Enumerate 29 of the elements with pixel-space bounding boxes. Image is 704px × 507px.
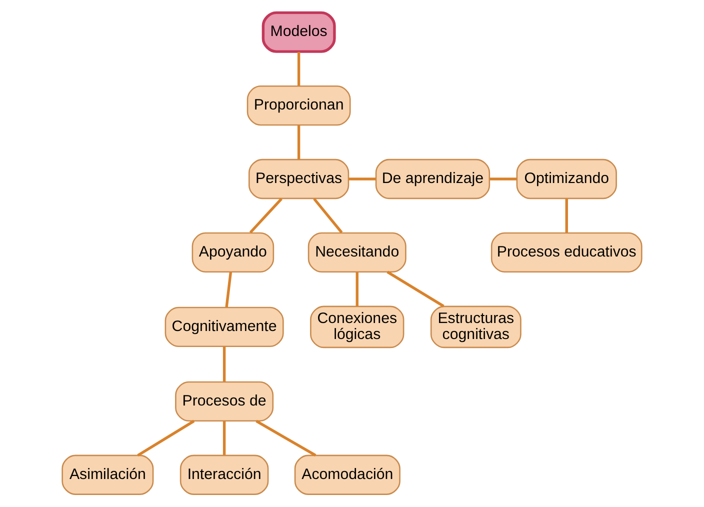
connector xyxy=(313,198,343,234)
node-box: Proporcionan xyxy=(246,85,351,126)
connector xyxy=(222,346,226,382)
connector xyxy=(565,198,568,232)
connector xyxy=(249,198,282,234)
node-box: Interacción xyxy=(180,454,269,495)
connector xyxy=(297,52,300,86)
node-box: Estructuras cognitivas xyxy=(430,306,522,348)
connector xyxy=(256,420,316,457)
connector xyxy=(137,420,195,456)
connector xyxy=(356,272,358,306)
node-box: De aprendizaje xyxy=(375,158,490,200)
connector xyxy=(297,125,300,160)
connector xyxy=(348,178,376,180)
node-box: Cognitivamente xyxy=(164,306,284,348)
node-box: Necesitando xyxy=(308,232,406,272)
connector xyxy=(490,178,517,180)
node-box: Apoyando xyxy=(192,232,274,272)
node-box: Perspectivas xyxy=(248,158,350,200)
node-box: Asimilación xyxy=(62,454,154,495)
node-box: Procesos educativos xyxy=(490,232,642,272)
connector xyxy=(386,270,444,308)
node-box: Procesos de xyxy=(175,381,274,422)
node-box: Modelos xyxy=(262,11,336,53)
node-box: Acomodación xyxy=(294,454,400,495)
node-box: Conexiones lógicas xyxy=(310,306,404,348)
connector xyxy=(222,421,226,455)
node-box: Optimizando xyxy=(516,158,617,200)
connector xyxy=(225,272,232,308)
